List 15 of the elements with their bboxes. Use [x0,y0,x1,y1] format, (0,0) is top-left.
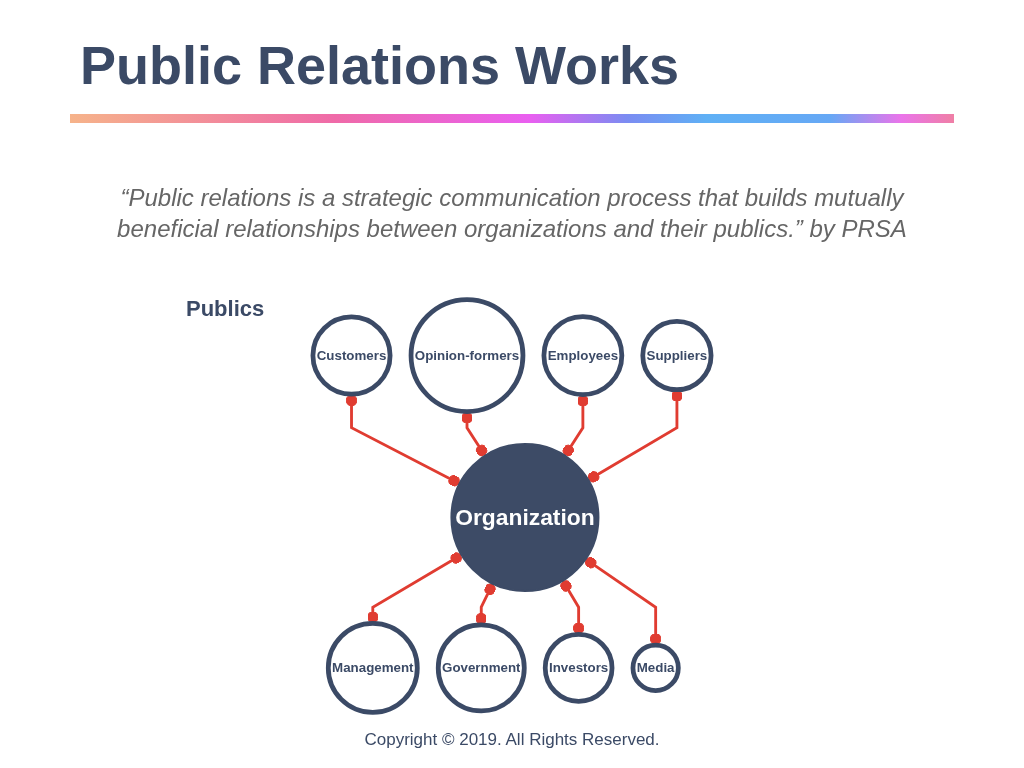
slide-title: Public Relations Works [80,36,680,96]
node-circle: Suppliers [640,319,714,393]
copyright-text: Copyright © 2019. All Rights Reserved. [364,730,660,749]
group-heading: Publics [186,296,265,322]
node-circle: Opinion-formers [408,297,526,414]
connector [345,394,461,487]
node-circle: Media [630,642,681,693]
node-circle: Government [435,622,527,714]
connector [475,583,496,625]
node-circle: Organization [450,442,600,592]
node-circle: Customers [310,314,393,397]
node-circle: Investors [542,632,615,704]
quote-text: “Public relations is a strategic communication process that builds mutually beneficial relationships between organizations and their publics.” by PRSA [116,183,908,244]
node-circle: Employees [541,314,625,397]
node-circle: Management [325,621,420,715]
